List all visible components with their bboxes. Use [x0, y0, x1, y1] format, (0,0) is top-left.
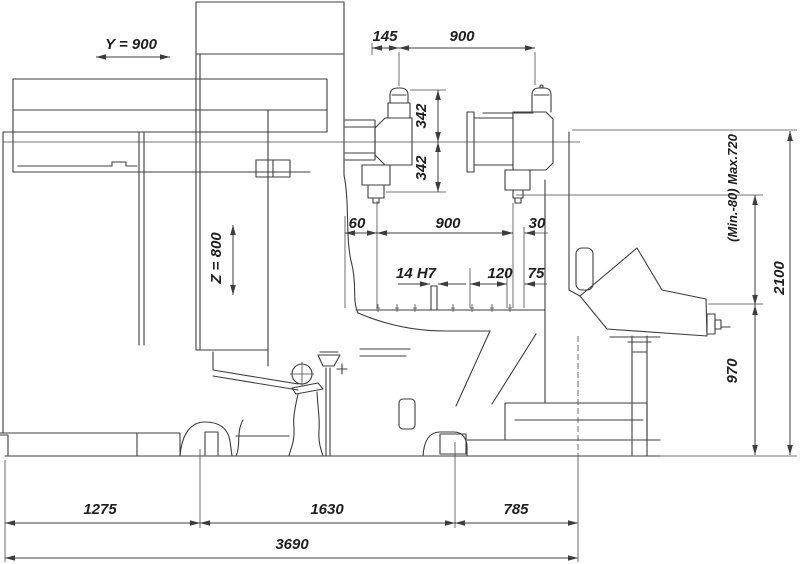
label-y-travel: Y = 900 — [105, 36, 158, 53]
machine-base — [0, 336, 661, 457]
spindle-head-right — [466, 84, 554, 204]
label-dim-145: 145 — [372, 28, 398, 45]
label-dim-2100: 2100 — [771, 261, 788, 296]
machine-column — [195, 1, 359, 391]
label-dim-900-table: 900 — [435, 215, 461, 232]
label-dim-30: 30 — [529, 215, 546, 232]
work-table — [355, 285, 546, 407]
label-dim-1275: 1275 — [83, 501, 117, 518]
label-dim-900-top: 900 — [449, 28, 475, 45]
machine-right-face-and-fixture — [544, 131, 731, 457]
label-dim-342-upper: 342 — [413, 103, 430, 129]
handwheel-pedestal — [288, 351, 348, 457]
label-dim-3690: 3690 — [275, 536, 309, 553]
machine-ram — [2, 78, 580, 434]
label-dim-75: 75 — [528, 265, 545, 282]
dimension-lines — [4, 43, 797, 562]
label-z-travel: Z = 800 — [208, 232, 225, 285]
label-dim-14h7: 14 H7 — [396, 265, 437, 282]
label-dim-120: 120 — [487, 265, 513, 282]
dimension-labels: Y = 900 Z = 800 145 900 342 342 60 900 3… — [83, 28, 788, 553]
label-dim-342-lower: 342 — [413, 155, 430, 181]
label-dim-970: 970 — [724, 358, 741, 384]
label-dim-1630: 1630 — [310, 501, 344, 518]
spindle-head-left — [344, 87, 413, 204]
label-dim-min80-max720: (Min.-80) Max.720 — [725, 133, 740, 241]
label-dim-785: 785 — [503, 501, 529, 518]
label-dim-60: 60 — [349, 215, 366, 232]
